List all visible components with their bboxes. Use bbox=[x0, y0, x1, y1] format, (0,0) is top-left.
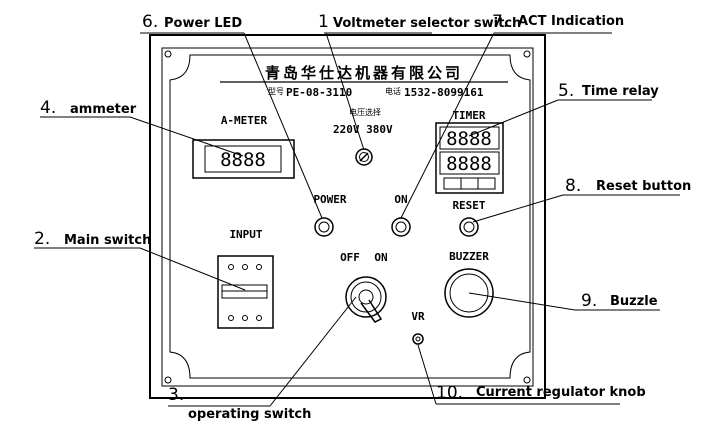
svg-text:Reset button: Reset button bbox=[596, 179, 691, 194]
time-relay[interactable] bbox=[435, 122, 504, 194]
svg-text:Main switch: Main switch bbox=[64, 233, 151, 248]
leader-lines bbox=[34, 32, 680, 407]
operating-switch[interactable] bbox=[345, 276, 387, 323]
callout-7: 7. ACT Indication bbox=[492, 12, 624, 32]
svg-text:5.: 5. bbox=[558, 81, 574, 101]
model-info: 型号 PE-08-3110 电话 1532-8099161 bbox=[268, 86, 484, 99]
callout-3: 3. operating switch bbox=[168, 385, 311, 422]
operating-on-label: ON bbox=[374, 251, 387, 264]
svg-text:Power LED: Power LED bbox=[164, 16, 242, 31]
vr-label: VR bbox=[411, 310, 425, 323]
svg-text:Voltmeter selector switch: Voltmeter selector switch bbox=[333, 16, 521, 31]
act-indication-led bbox=[391, 217, 411, 237]
act-on-label: ON bbox=[394, 193, 407, 206]
main-switch[interactable] bbox=[217, 255, 274, 329]
timer-digits-1: 8888 bbox=[446, 128, 492, 150]
power-led bbox=[314, 217, 334, 237]
callout-2: 2. Main switch bbox=[34, 229, 151, 249]
company-name: 青岛华仕达机器有限公司 bbox=[265, 64, 463, 82]
svg-text:8.: 8. bbox=[565, 176, 581, 196]
svg-text:7.: 7. bbox=[492, 12, 508, 32]
svg-text:型号: 型号 bbox=[268, 87, 284, 96]
svg-text:2.: 2. bbox=[34, 229, 50, 249]
voltmeter-selector-switch[interactable] bbox=[355, 148, 373, 166]
callout-4: 4. ammeter bbox=[40, 98, 137, 118]
svg-text:9.: 9. bbox=[581, 291, 597, 311]
svg-text:operating switch: operating switch bbox=[188, 407, 311, 422]
svg-text:PE-08-3110: PE-08-3110 bbox=[286, 86, 352, 99]
svg-text:Current regulator knob: Current regulator knob bbox=[476, 385, 646, 400]
svg-text:1: 1 bbox=[318, 12, 329, 32]
svg-text:电话: 电话 bbox=[385, 86, 401, 96]
buzzer bbox=[444, 268, 494, 318]
callout-6: 6. Power LED bbox=[142, 12, 242, 32]
svg-text:Buzzle: Buzzle bbox=[610, 294, 658, 309]
ammeter-display bbox=[192, 139, 295, 179]
voltage-options-label: 220V 380V bbox=[333, 123, 393, 136]
svg-text:6.: 6. bbox=[142, 12, 158, 32]
panel-body bbox=[149, 34, 546, 399]
ammeter-digits: 8888 bbox=[220, 149, 266, 171]
voltage-selector-cn-label: 电压选择 bbox=[349, 107, 381, 117]
callout-8: 8. Reset button bbox=[565, 176, 691, 196]
svg-text:ACT Indication: ACT Indication bbox=[518, 14, 624, 29]
callout-9: 9. Buzzle bbox=[581, 291, 658, 311]
power-label: POWER bbox=[313, 193, 346, 206]
input-label: INPUT bbox=[229, 228, 262, 241]
timer-digits-2: 8888 bbox=[446, 153, 492, 175]
callout-1: 1 Voltmeter selector switch bbox=[318, 12, 521, 32]
buzzer-label: BUZZER bbox=[449, 250, 489, 263]
reset-button[interactable] bbox=[459, 217, 479, 237]
timer-label: TIMER bbox=[452, 109, 485, 122]
ammeter-label: A-METER bbox=[221, 114, 268, 127]
reset-label: RESET bbox=[452, 199, 485, 212]
svg-text:3.: 3. bbox=[168, 385, 184, 405]
current-regulator-knob[interactable] bbox=[412, 333, 424, 345]
callout-10: 10. Current regulator knob bbox=[436, 383, 646, 403]
callout-5: 5. Time relay bbox=[558, 81, 659, 101]
svg-text:Time relay: Time relay bbox=[582, 84, 659, 99]
svg-text:ammeter: ammeter bbox=[70, 102, 137, 117]
svg-text:4.: 4. bbox=[40, 98, 56, 118]
svg-text:10.: 10. bbox=[436, 383, 463, 403]
off-label: OFF bbox=[340, 251, 360, 264]
svg-text:1532-8099161: 1532-8099161 bbox=[404, 86, 484, 99]
